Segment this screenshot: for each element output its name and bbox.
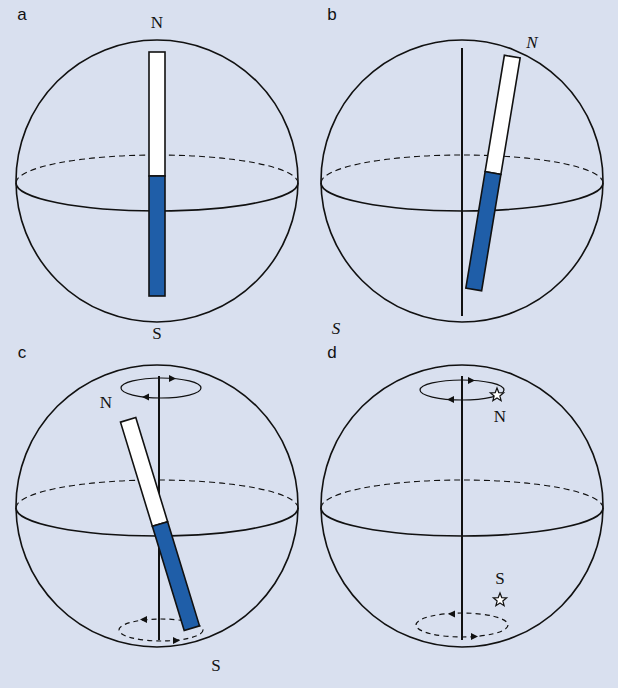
bar-magnet <box>120 417 199 630</box>
precession-circle <box>416 613 508 637</box>
precession-circle <box>420 380 504 400</box>
pole-label: N <box>150 14 164 31</box>
sphere <box>16 40 298 322</box>
precession-circle <box>121 378 201 398</box>
pole-label: N <box>525 34 538 51</box>
pole-label: N <box>99 394 113 411</box>
bar-magnet <box>466 55 520 290</box>
arrowhead <box>140 616 147 623</box>
panel-letter: c <box>17 344 28 361</box>
pole-label: N <box>493 408 507 425</box>
bar-magnet <box>149 52 165 296</box>
pole-label: S <box>151 325 162 342</box>
pole-label: S <box>210 657 221 674</box>
pole-star <box>490 388 503 401</box>
pole-label: S <box>331 320 342 337</box>
arrowhead <box>468 377 475 384</box>
arrowhead <box>169 375 176 382</box>
sphere <box>321 40 603 322</box>
arrowhead <box>173 637 180 644</box>
pole-label: S <box>494 570 505 587</box>
arrowhead <box>142 394 149 401</box>
pole-star <box>493 593 506 606</box>
rotation-axis <box>461 48 463 316</box>
panel-letter: a <box>16 6 27 23</box>
sphere <box>321 365 603 647</box>
arrowhead <box>448 611 455 618</box>
panel-letter: b <box>326 6 337 23</box>
rotation-axis <box>461 376 463 640</box>
arrowhead <box>471 633 478 640</box>
arrowhead <box>447 396 454 403</box>
panel-letter: d <box>326 344 337 361</box>
sphere <box>16 365 298 647</box>
